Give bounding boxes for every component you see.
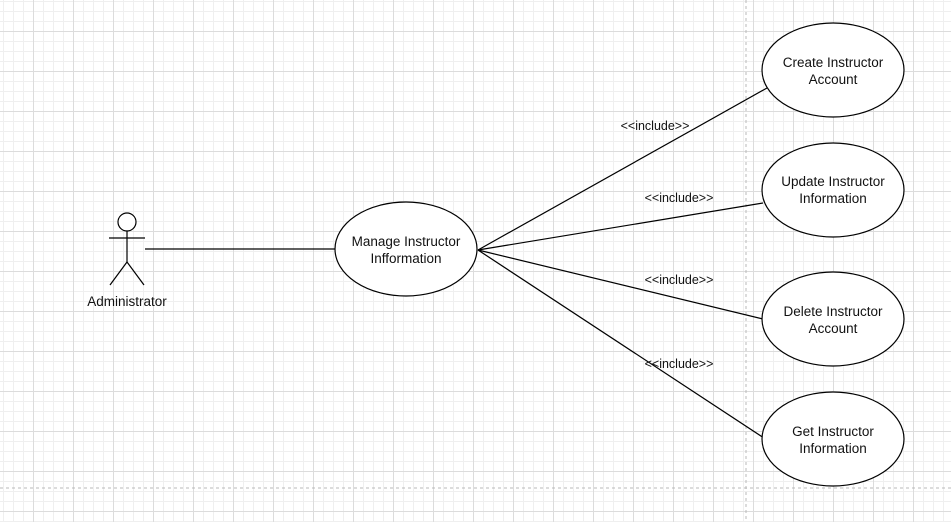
- use-case-manage-instructor-information[interactable]: Manage Instructor Infformation: [334, 201, 478, 297]
- actor-label: Administrator: [87, 294, 167, 309]
- include-label-delete: <<include>>: [645, 273, 714, 287]
- use-case-ellipse: [761, 271, 905, 367]
- use-case-create-instructor-account[interactable]: Create Instructor Account: [761, 22, 905, 118]
- include-label-update: <<include>>: [645, 191, 714, 205]
- use-case-ellipse: [761, 391, 905, 487]
- use-case-get-instructor-information[interactable]: Get Instructor Information: [761, 391, 905, 487]
- actor-administrator[interactable]: [109, 212, 145, 286]
- include-edge-get[interactable]: [477, 249, 768, 441]
- use-case-label-line-2: Information: [799, 441, 867, 456]
- actor-right-leg: [126, 261, 145, 286]
- use-case-label-line-2: Account: [809, 321, 858, 336]
- use-case-ellipse: [761, 22, 905, 118]
- use-case-label-line-1: Create Instructor: [783, 55, 884, 70]
- use-case-label-line-2: Information: [799, 191, 867, 206]
- include-label-create: <<include>>: [621, 119, 690, 133]
- use-case-update-instructor-information[interactable]: Update Instructor Information: [761, 142, 905, 238]
- use-case-label-line-2: Account: [809, 72, 858, 87]
- use-case-label-line-2: Infformation: [370, 251, 441, 266]
- include-edge-create[interactable]: [477, 87, 768, 251]
- actor-head: [117, 212, 137, 232]
- actor-left-leg: [109, 261, 128, 286]
- include-edge-delete[interactable]: [477, 249, 764, 320]
- use-case-label-line-1: Manage Instructor: [352, 234, 461, 249]
- use-case-label-line-1: Delete Instructor: [783, 304, 883, 319]
- include-edge-update[interactable]: [477, 202, 764, 251]
- use-case-delete-instructor-account[interactable]: Delete Instructor Account: [761, 271, 905, 367]
- use-case-label-line-1: Get Instructor: [792, 424, 874, 439]
- use-case-ellipse: [334, 201, 478, 297]
- use-case-label-line-1: Update Instructor: [781, 174, 885, 189]
- use-case-ellipse: [761, 142, 905, 238]
- include-label-get: <<include>>: [645, 357, 714, 371]
